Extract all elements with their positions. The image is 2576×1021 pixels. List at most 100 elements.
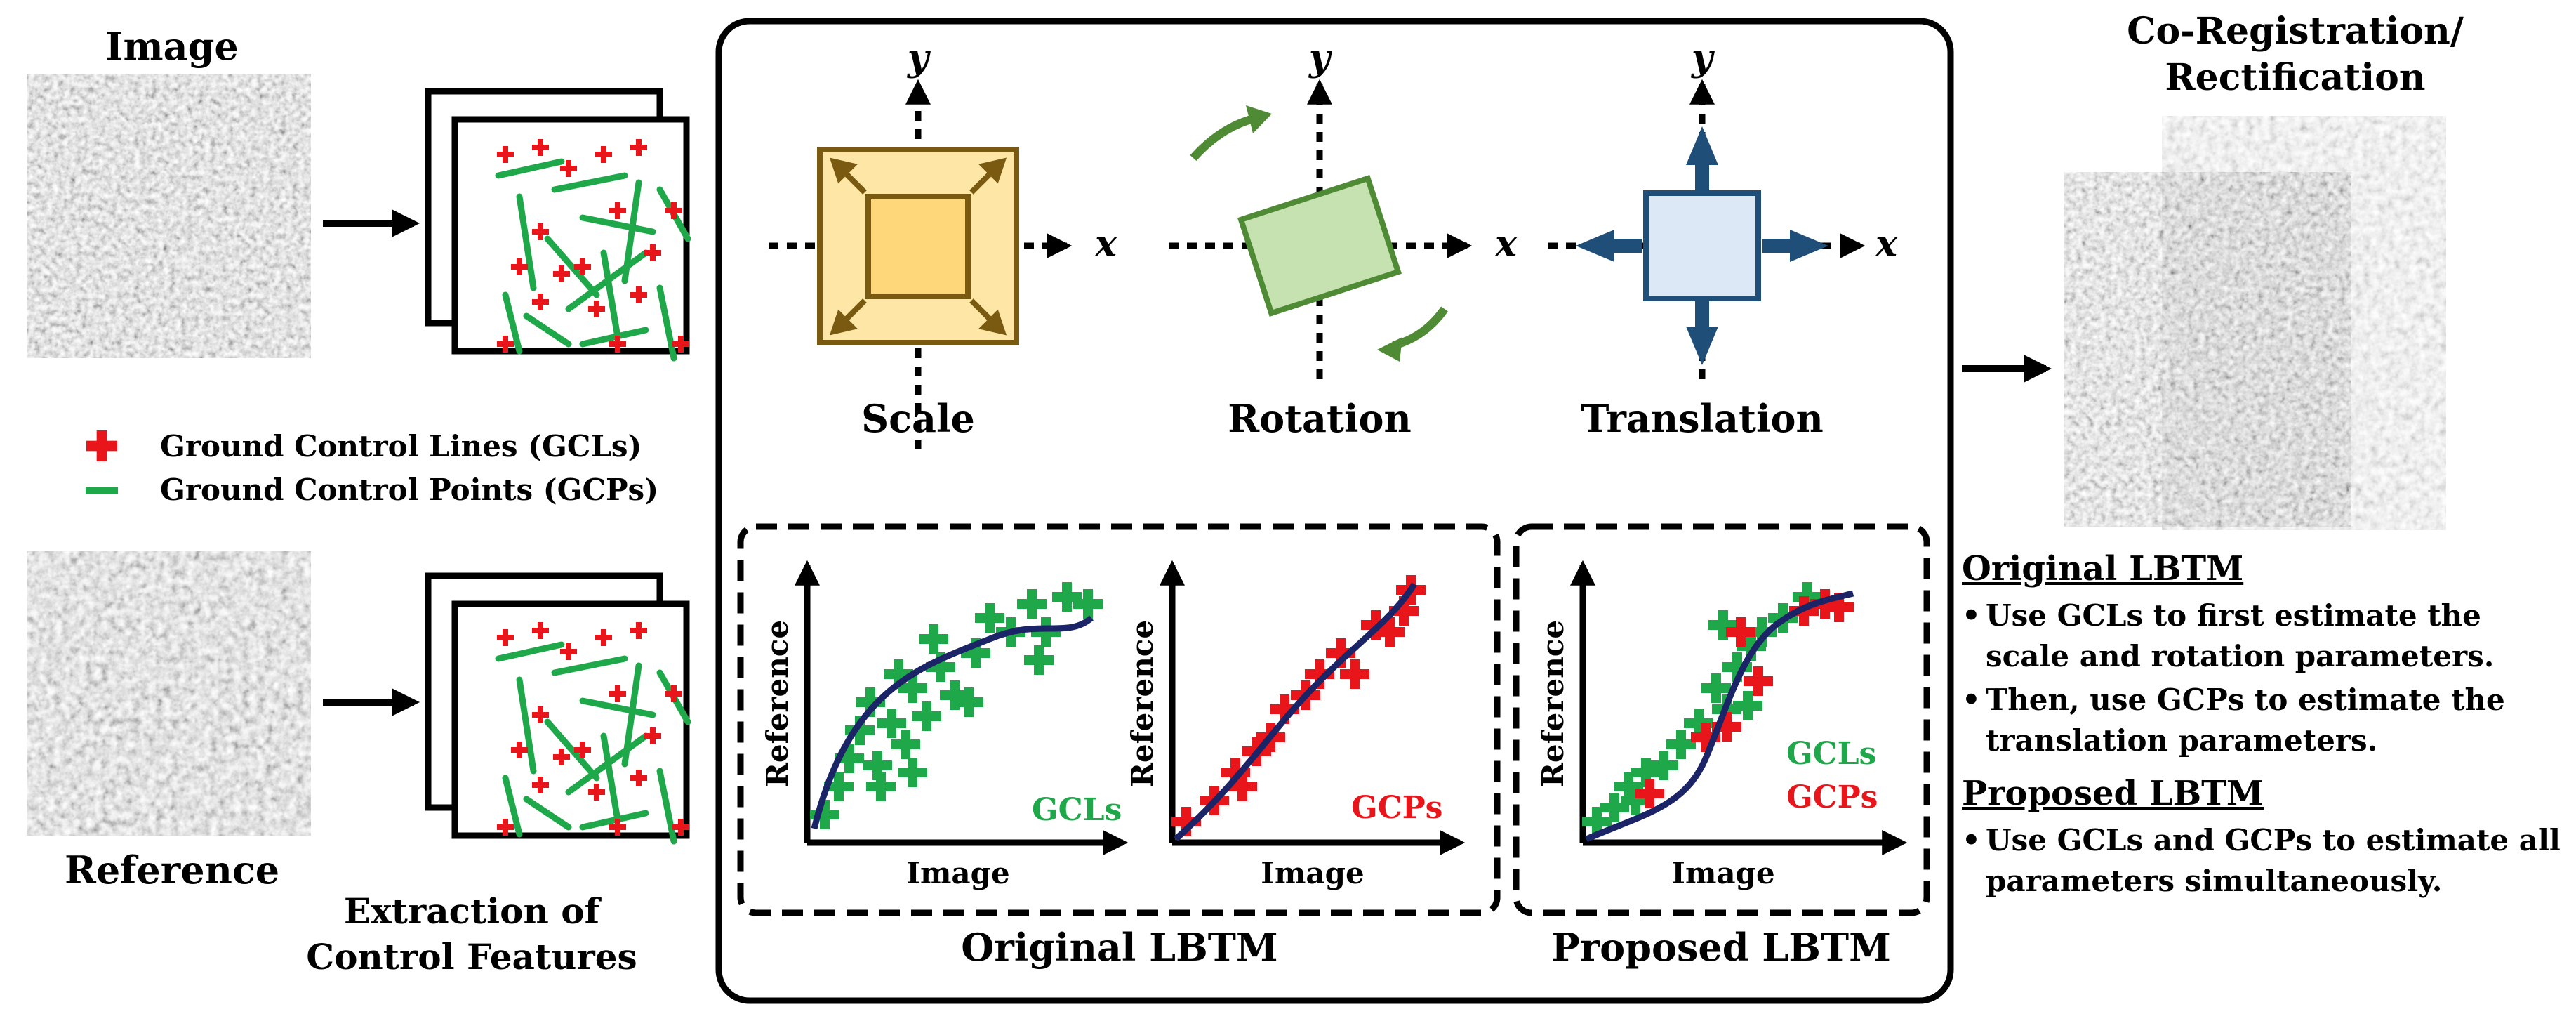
gcp-cross-icon	[560, 160, 577, 177]
legend-green-line-icon	[86, 487, 118, 494]
proposed-lbtm-list: Use GCLs and GCPs to estimate all parame…	[1962, 820, 2565, 902]
plot-gcps: Reference Image GCPs	[1125, 560, 1466, 890]
gcp-cross-icon	[630, 286, 647, 303]
gcl-segment	[579, 810, 649, 831]
gcp-cross-icon	[511, 258, 528, 275]
gcl-segment	[621, 662, 642, 768]
original-lbtm-title: Original LBTM	[1962, 549, 2244, 588]
gcl-segment	[551, 172, 628, 193]
gcl-data-cross	[954, 687, 983, 717]
original-lbtm-list: Use GCLs to first estimate the scale and…	[1962, 595, 2565, 761]
plot2-y-label: Reference	[1125, 620, 1160, 787]
gcl-data-cross	[1017, 589, 1047, 619]
gcl-data-cross	[1582, 807, 1612, 836]
gcl-data-cross	[1666, 730, 1696, 759]
image-label: Image	[105, 24, 239, 69]
gcp-cross-icon	[497, 146, 514, 163]
gcp-cross-icon	[588, 784, 605, 801]
gcp-cross-icon	[532, 706, 549, 723]
proposed-lbtm-label: Proposed LBTM	[1551, 925, 1891, 970]
scale-label: Scale	[861, 396, 975, 441]
original-lbtm-label: Original LBTM	[961, 925, 1277, 970]
gcp-cross-icon	[672, 819, 689, 836]
plot2-gcps-label: GCPs	[1351, 790, 1442, 826]
gcl-segment	[551, 655, 628, 676]
center-panel	[715, 18, 1954, 1004]
input-image-photo	[27, 74, 311, 358]
gcp-cross-icon	[532, 223, 549, 240]
registered-image-photo	[2064, 172, 2351, 527]
gcp-cross-icon	[595, 629, 612, 646]
gcl-data-cross	[1733, 691, 1762, 720]
gcl-segment	[579, 214, 656, 235]
gcl-segment	[523, 796, 572, 831]
gcp-cross-icon	[609, 685, 626, 702]
gcl-segment	[579, 327, 649, 348]
gcp-cross-icon	[511, 742, 528, 758]
plot2-x-label: Image	[1261, 856, 1364, 890]
gcp-cross-icon	[560, 643, 577, 660]
gcl-data-cross	[1701, 673, 1731, 703]
gcp-cross-icon	[532, 294, 549, 310]
plot1-gcls-label: GCLs	[1032, 792, 1122, 828]
gcl-data-cross	[898, 673, 927, 703]
gcp-cross-icon	[665, 202, 682, 219]
gcp-cross-icon	[574, 742, 591, 758]
notes-panel: Original LBTM Use GCLs to first estimate…	[1962, 548, 2565, 913]
rotation-axis-x: x	[1494, 223, 1518, 265]
plot3-gcls-label: GCLs	[1786, 736, 1876, 772]
scale-transform: x y Scale	[769, 37, 1117, 449]
gcp-cross-icon	[595, 146, 612, 163]
plot-gcls: Reference Image GCLs	[760, 560, 1129, 890]
proposed-lbtm-box	[1513, 523, 1930, 916]
plot3-y-label: Reference	[1536, 620, 1570, 787]
gcl-data-cross	[891, 730, 920, 759]
gcl-segment	[495, 641, 565, 662]
gcl-segment	[656, 768, 677, 845]
gcl-data-cross	[1024, 645, 1054, 675]
output-title-line2: Rectification	[2165, 56, 2425, 99]
plot3-gcps-label: GCPs	[1786, 779, 1878, 815]
gcl-segment	[579, 697, 656, 718]
translation-arrows-icon	[1576, 126, 1828, 365]
gcl-segment	[565, 249, 649, 312]
gcl-segment	[600, 732, 621, 824]
legend-item-1: Ground Control Lines (GCLs)	[160, 429, 642, 463]
gcl-segment	[565, 732, 649, 796]
gcp-cross-icon	[574, 258, 591, 275]
rotation-transform: x y Rotation	[1169, 37, 1518, 441]
gcp-cross-icon	[532, 777, 549, 793]
gcl-data-cross	[919, 624, 948, 654]
gcl-data-cross	[975, 603, 1004, 633]
gcp-cross-icon	[532, 622, 549, 639]
plot3-x-label: Image	[1671, 856, 1774, 890]
gcp-cross-icon	[553, 265, 570, 282]
gcp-cross-icon	[672, 336, 689, 353]
gcl-data-cross	[898, 758, 927, 787]
output-title-line1: Co-Registration/	[2127, 10, 2464, 53]
reference-image-photo	[27, 551, 311, 836]
gcl-segment	[656, 284, 677, 362]
gcp-cross-icon	[497, 629, 514, 646]
gcl-segment	[523, 312, 572, 348]
gcl-data-cross	[1031, 617, 1061, 647]
gcl-segment	[544, 235, 600, 298]
gcp-cross-icon	[630, 622, 647, 639]
gcp-data-cross	[1375, 617, 1405, 647]
gcl-data-cross	[877, 709, 906, 738]
gcl-segment	[502, 291, 523, 355]
control-features-reference	[495, 622, 691, 845]
reference-label: Reference	[65, 848, 279, 892]
control-features-image	[495, 139, 691, 362]
translation-axis-x: x	[1875, 223, 1898, 265]
scale-axis-y: y	[907, 37, 931, 79]
legend: Ground Control Lines (GCLs) Ground Contr…	[86, 429, 658, 507]
scale-arrows-icon	[829, 157, 1007, 336]
gcl-segment	[502, 775, 523, 838]
extraction-label-line2: Control Features	[306, 936, 637, 977]
legend-item-2: Ground Control Points (GCPs)	[160, 473, 658, 507]
rotation-axis-y: y	[1308, 37, 1333, 79]
legend-red-cross-icon	[86, 430, 117, 461]
gcl-segment	[600, 249, 621, 341]
plot1-curve	[811, 615, 1094, 830]
